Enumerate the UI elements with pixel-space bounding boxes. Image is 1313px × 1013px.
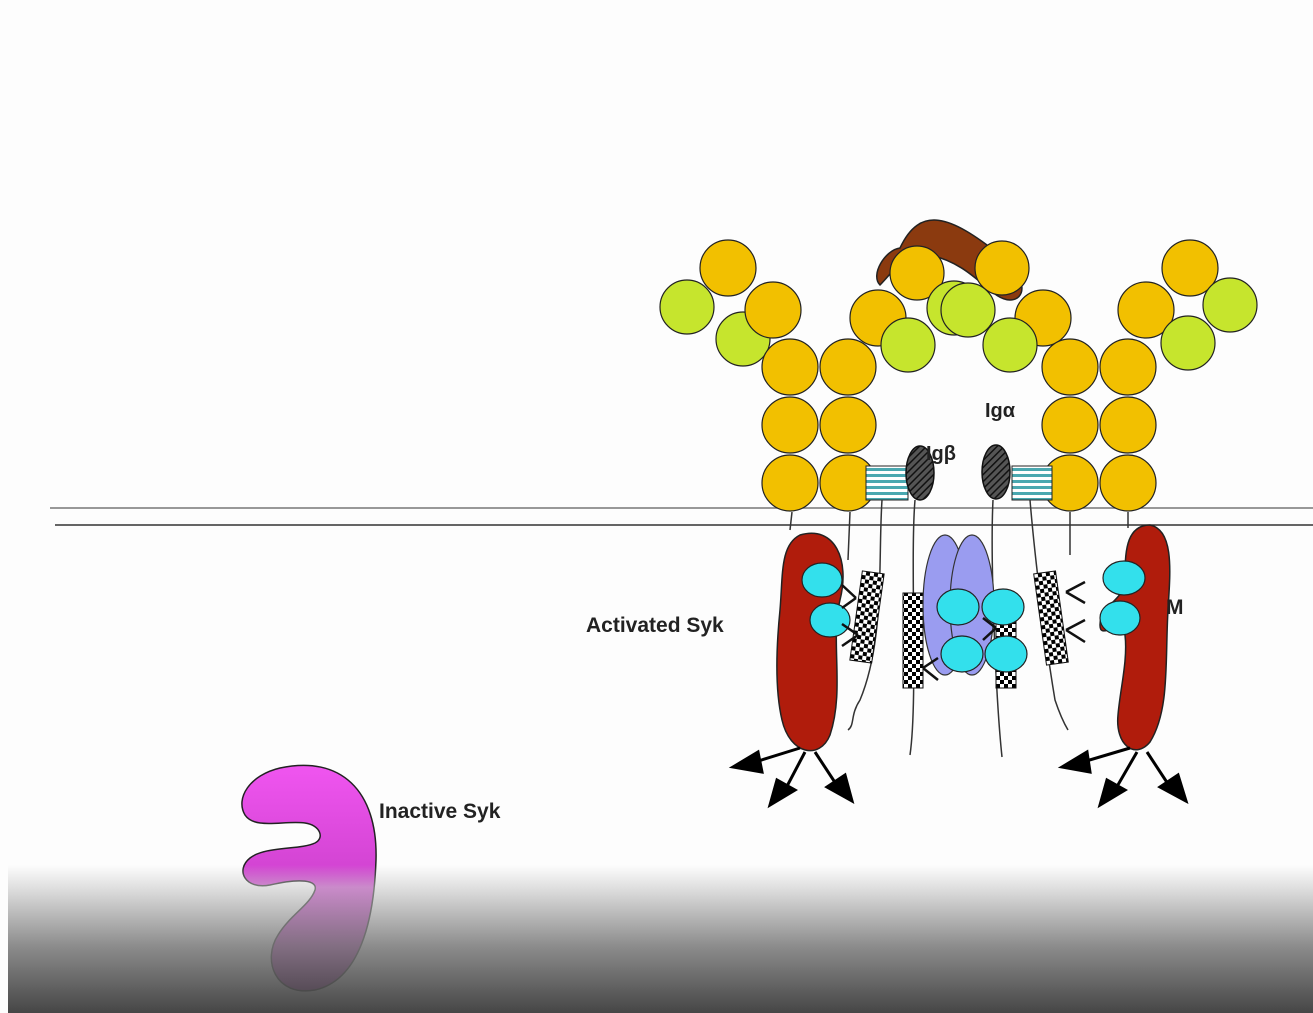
bcr-right-heavy-chain [1042, 339, 1156, 511]
bcr-left-heavy-chain [762, 339, 876, 511]
itam-bar [1034, 571, 1069, 665]
itam-bar [903, 593, 923, 688]
activated-syk-label: Activated Syk [586, 614, 724, 637]
linker-right [1012, 466, 1052, 500]
signal-arrows-right [1062, 748, 1186, 805]
ig-alpha-label: Igα [985, 400, 1016, 422]
inactive-syk-label: Inactive Syk [379, 800, 501, 823]
ig-alpha-domain [982, 445, 1010, 499]
partial-m-label: M [1166, 596, 1184, 619]
inactive-syk [242, 765, 376, 991]
linker-left [866, 466, 908, 500]
activated-syk-right [1100, 525, 1170, 750]
signal-arrows-left [733, 748, 852, 805]
itam-bar [850, 571, 884, 663]
ig-beta-label: Igβ [926, 443, 956, 465]
